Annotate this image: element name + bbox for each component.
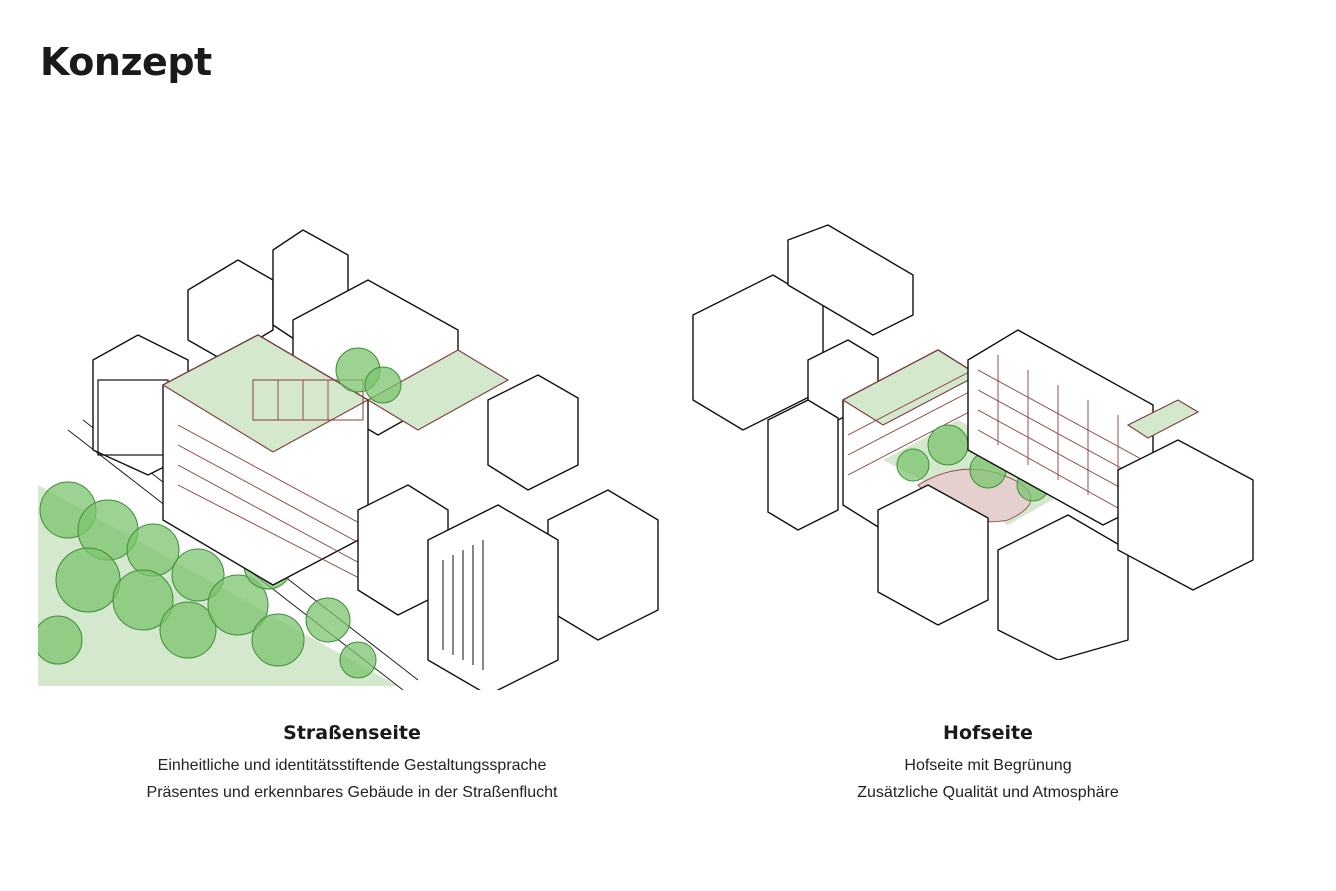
courtyard-side-description-line-2: Zusätzliche Qualität und Atmosphäre bbox=[857, 784, 1119, 801]
street-side-description-line-1: Einheitliche und identitätsstiftende Ges… bbox=[157, 757, 547, 774]
courtyard-side-axonometric-drawing bbox=[692, 224, 1254, 660]
street-side-axonometric-drawing bbox=[38, 229, 659, 690]
roof-pergola bbox=[252, 379, 364, 421]
street-side-title: Straßenseite bbox=[283, 722, 421, 744]
street-side-description-line-2: Präsentes und erkennbares Gebäude in der… bbox=[146, 784, 558, 801]
courtyard-side-caption: Hofseite Hofseite mit Begrünung Zusätzli… bbox=[708, 722, 1268, 806]
courtyard-side-title: Hofseite bbox=[943, 722, 1033, 744]
facade-lines bbox=[177, 424, 364, 581]
historic-facade-columns bbox=[442, 540, 484, 670]
courtyard-side-description-line-1: Hofseite mit Begrünung bbox=[904, 757, 1072, 774]
facade-lines bbox=[847, 369, 974, 476]
page-title: Konzept bbox=[40, 40, 212, 84]
street-side-caption: Straßenseite Einheitliche und identitäts… bbox=[72, 722, 632, 806]
courtyard-trees bbox=[896, 424, 1050, 502]
